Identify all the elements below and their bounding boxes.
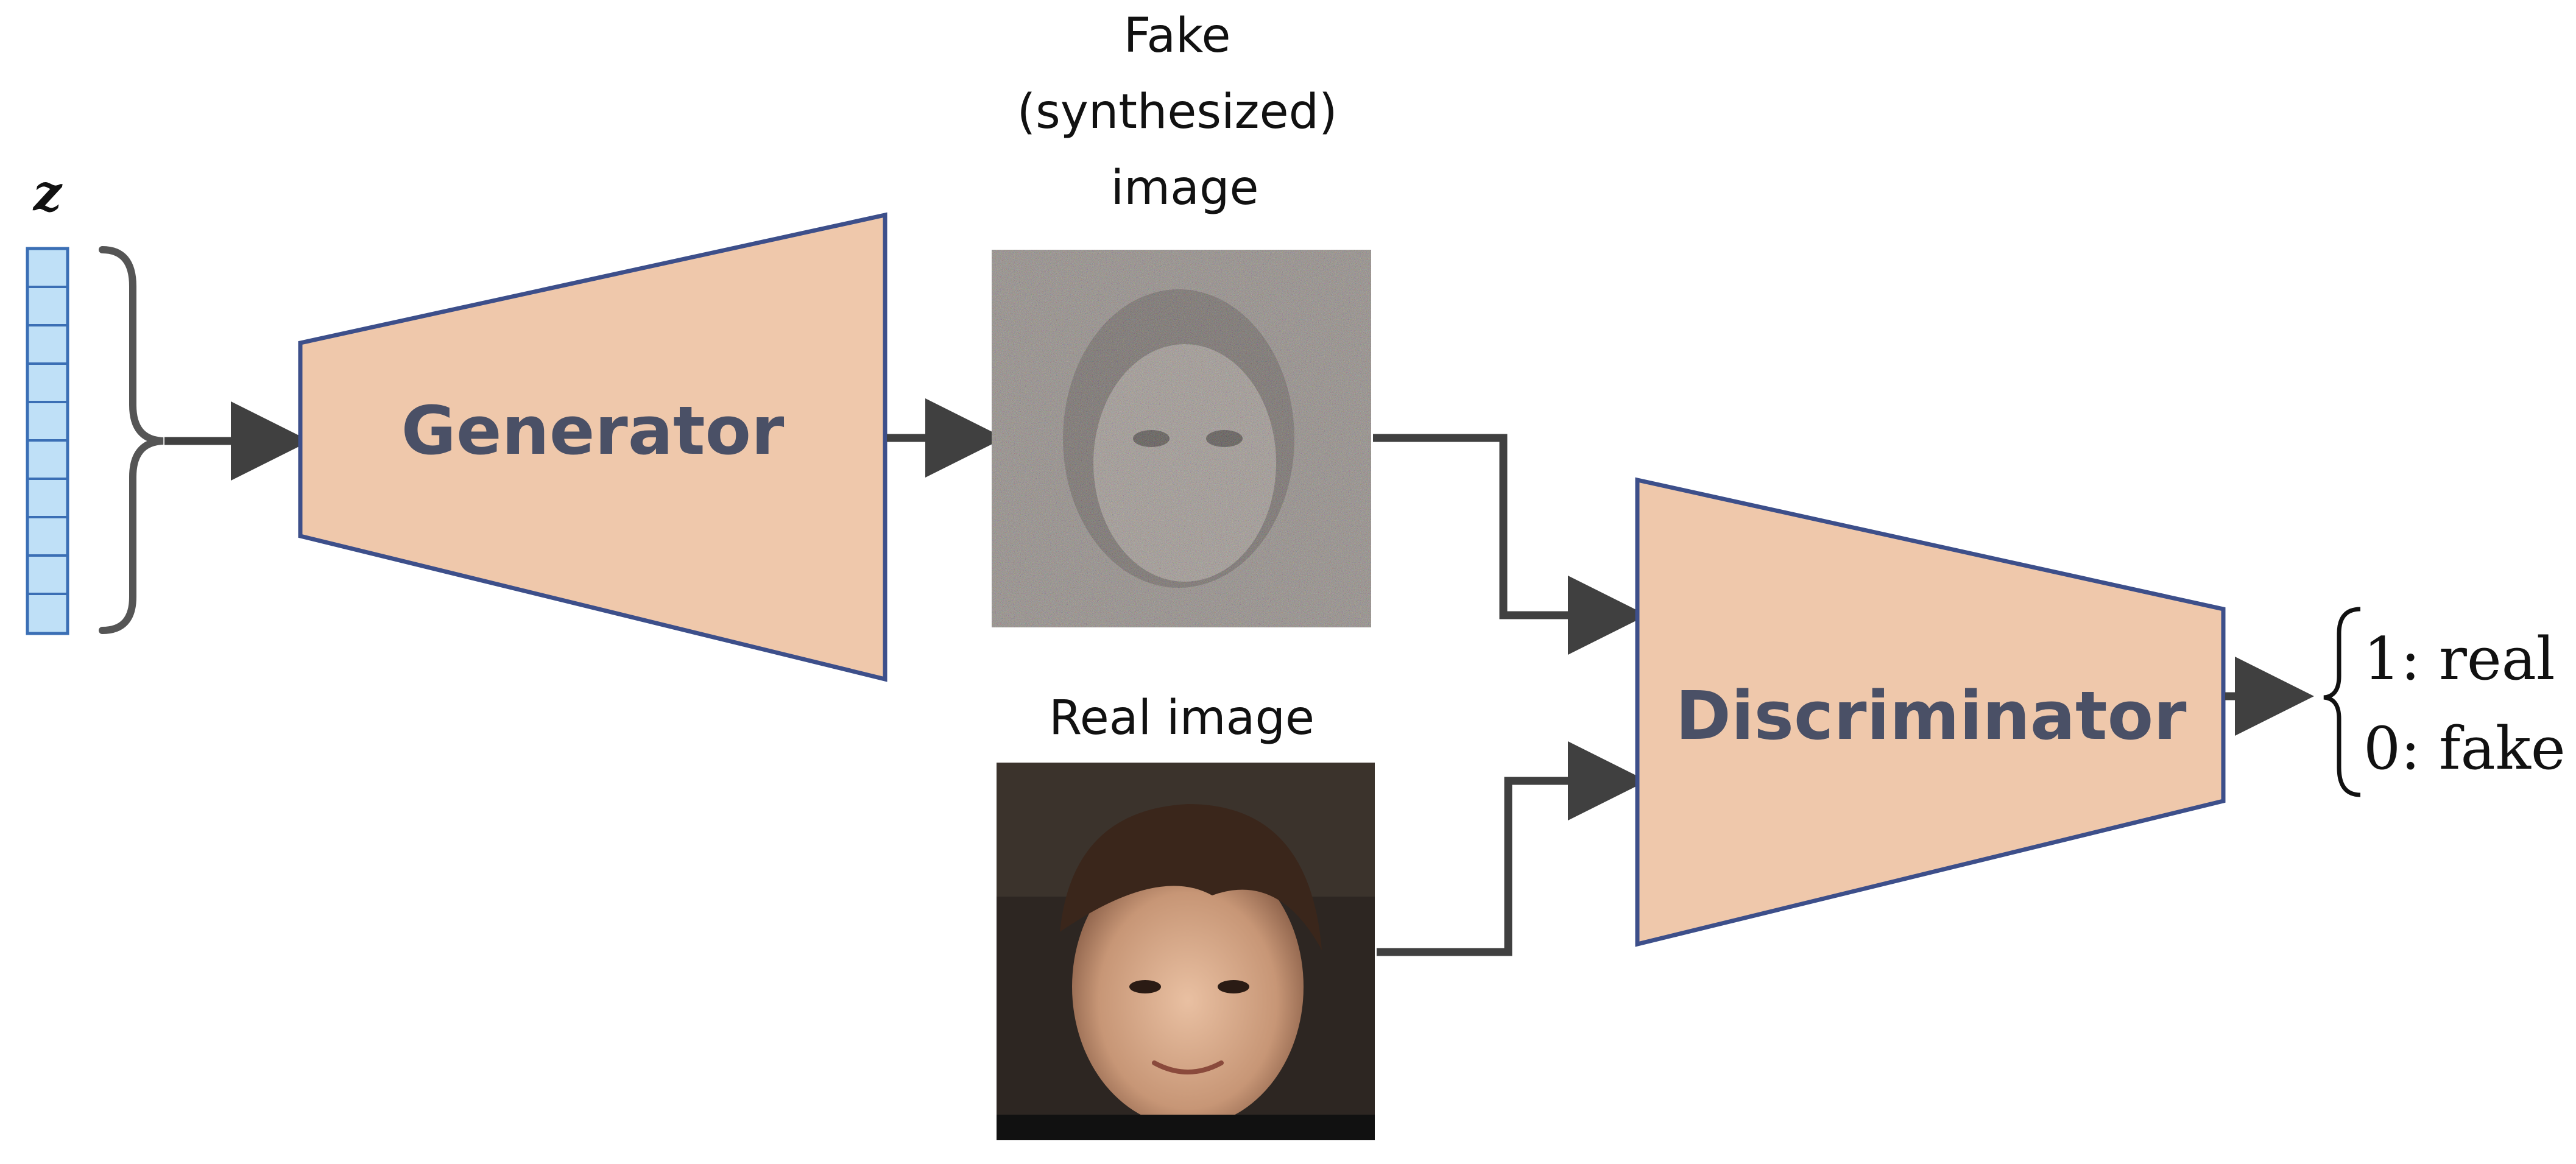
discriminator-label: Discriminator — [1676, 677, 2187, 755]
latent-symbol: z — [32, 164, 63, 222]
output-real-label: 1: real — [2363, 625, 2555, 693]
real-image — [997, 763, 1375, 1140]
discriminator-block — [1635, 477, 2226, 947]
output-brace — [2323, 607, 2361, 797]
fake-image — [992, 250, 1371, 627]
fake-caption-line-2: (synthesized) — [1017, 85, 1338, 139]
latent-brace — [99, 246, 164, 634]
generator-block — [298, 212, 887, 682]
arrow-real-to-discriminator — [1377, 741, 1647, 956]
generator-label: Generator — [401, 392, 785, 470]
latent-vector — [26, 247, 69, 635]
output-fake-label: 0: fake — [2363, 714, 2566, 783]
fake-image-caption: Fake (synthesized) image — [1017, 9, 1353, 216]
real-image-caption: Real image — [1049, 691, 1314, 746]
fake-caption-line-1: Fake — [1124, 9, 1231, 63]
arrow-fake-to-discriminator — [1373, 434, 1647, 655]
fake-caption-line-3: image — [1111, 161, 1259, 216]
